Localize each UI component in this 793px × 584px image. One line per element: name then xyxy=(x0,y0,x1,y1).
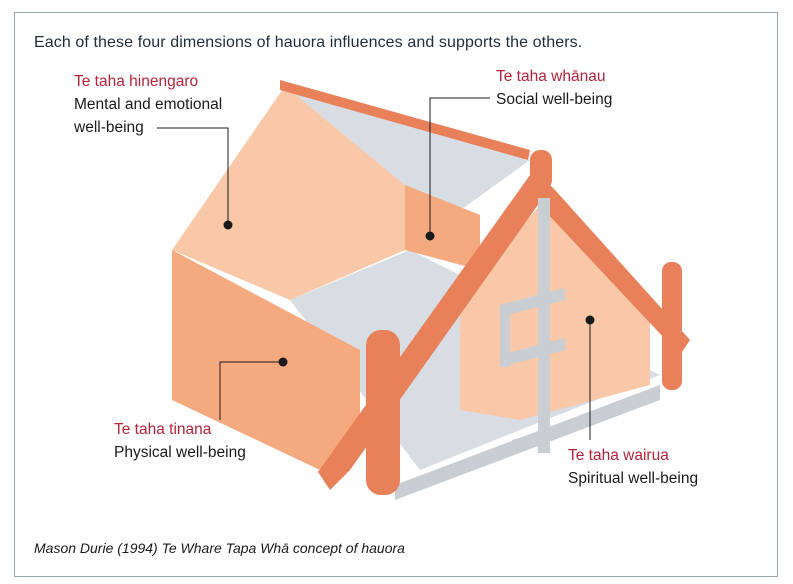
label-wairua-maori: Te taha wairua xyxy=(568,447,669,464)
step-bar xyxy=(512,430,545,452)
label-whanau-maori: Te taha whānau xyxy=(496,68,606,85)
window-bar-top xyxy=(500,288,565,317)
dot-whanau xyxy=(425,231,435,241)
gable-wall-wairua xyxy=(460,200,650,420)
label-tinana-english: Physical well-being xyxy=(114,444,246,461)
dot-tinana xyxy=(278,357,288,367)
dot-wairua xyxy=(585,315,595,325)
leader-whanau xyxy=(429,97,490,236)
label-tinana-maori: Te taha tinana xyxy=(114,421,212,438)
source-caption: Mason Durie (1994) Te Whare Tapa Whā con… xyxy=(34,540,405,556)
back-wall-whanau xyxy=(405,185,480,270)
leader-tinana xyxy=(219,361,283,420)
label-hinengaro: Te taha hinengaro Mental and emotional w… xyxy=(74,70,222,139)
label-hinengaro-english-line2: well-being xyxy=(74,119,144,136)
leader-hinengaro xyxy=(157,127,229,225)
wall-panel-tinana xyxy=(172,250,360,470)
roof-interior xyxy=(285,86,530,250)
dot-hinengaro xyxy=(223,220,233,230)
front-post-right xyxy=(662,262,682,390)
label-hinengaro-maori: Te taha hinengaro xyxy=(74,73,199,90)
label-wairua: Te taha wairua Spiritual well-being xyxy=(568,444,698,490)
roof-panel-hinengaro xyxy=(172,86,405,300)
barge-board-right xyxy=(530,175,690,355)
label-whanau: Te taha whānau Social well-being xyxy=(496,65,612,111)
roof-ridge-beam xyxy=(280,80,530,160)
label-wairua-english: Spiritual well-being xyxy=(568,470,699,487)
diagram-heading: Each of these four dimensions of hauora … xyxy=(34,34,583,51)
label-hinengaro-english-line1: Mental and emotional xyxy=(74,96,223,113)
centre-pillar xyxy=(538,198,550,453)
front-post-left xyxy=(366,330,400,495)
label-tinana: Te taha tinana Physical well-being xyxy=(114,418,246,464)
window-side xyxy=(500,302,510,367)
label-whanau-english: Social well-being xyxy=(496,91,613,108)
apex-post xyxy=(530,150,552,190)
window-bar-bottom xyxy=(500,338,565,367)
